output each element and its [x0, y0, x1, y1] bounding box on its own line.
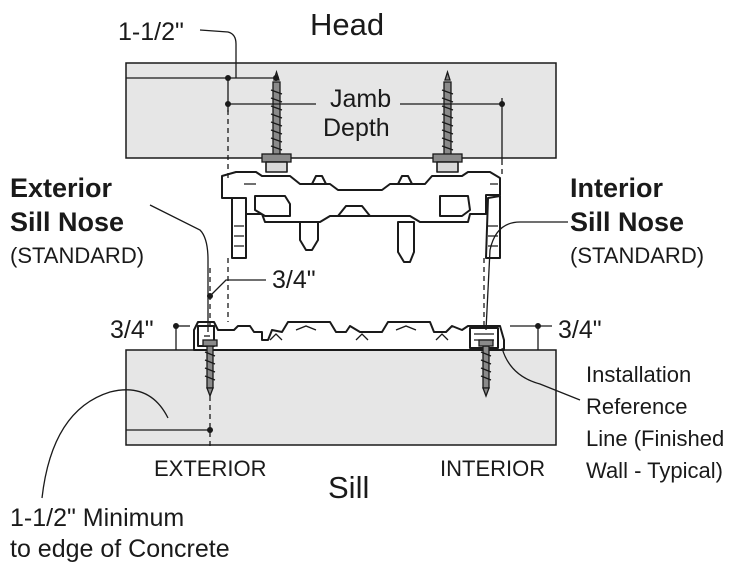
exterior-sill-nose-standard: (STANDARD)	[10, 243, 144, 268]
interior-sill-nose-title-2: Sill Nose	[570, 207, 684, 237]
exterior-sill-nose-title-1: Exterior	[10, 173, 113, 203]
jamb-depth-label-2: Depth	[323, 114, 390, 142]
sill-frame-profile	[193, 321, 505, 351]
interior-sill-nose-title-1: Interior	[570, 173, 664, 203]
sill-screw-exterior	[202, 339, 218, 398]
installation-reference-label-2: Reference	[586, 394, 688, 419]
sill-label: Sill	[328, 470, 369, 505]
dimension-three-quarter-left: 3/4"	[110, 316, 154, 344]
dimension-three-quarter-right: 3/4"	[558, 316, 602, 344]
installation-reference-label-3: Line (Finished	[586, 426, 724, 451]
head-substrate	[125, 62, 557, 159]
head-label: Head	[310, 7, 384, 42]
top-dimension-label: 1-1/2"	[118, 18, 184, 46]
minimum-edge-label-1: 1-1/2" Minimum	[10, 504, 184, 532]
sill-screw-interior	[478, 339, 494, 398]
head-frame-profile	[221, 171, 501, 263]
installation-reference-label-4: Wall - Typical)	[586, 458, 723, 483]
exterior-sill-nose-title-2: Sill Nose	[10, 207, 124, 237]
head-screw-right	[432, 69, 463, 173]
jamb-depth-label-1: Jamb	[330, 85, 391, 113]
dimension-lines	[41, 29, 581, 499]
interior-sill-nose-standard: (STANDARD)	[570, 243, 704, 268]
sill-substrate	[125, 349, 557, 446]
exterior-side-label: EXTERIOR	[154, 456, 266, 481]
installation-reference-label-1: Installation	[586, 362, 691, 387]
minimum-edge-label-2: to edge of Concrete	[10, 535, 230, 563]
interior-side-label: INTERIOR	[440, 456, 545, 481]
dimension-three-quarter-top: 3/4"	[272, 266, 316, 294]
